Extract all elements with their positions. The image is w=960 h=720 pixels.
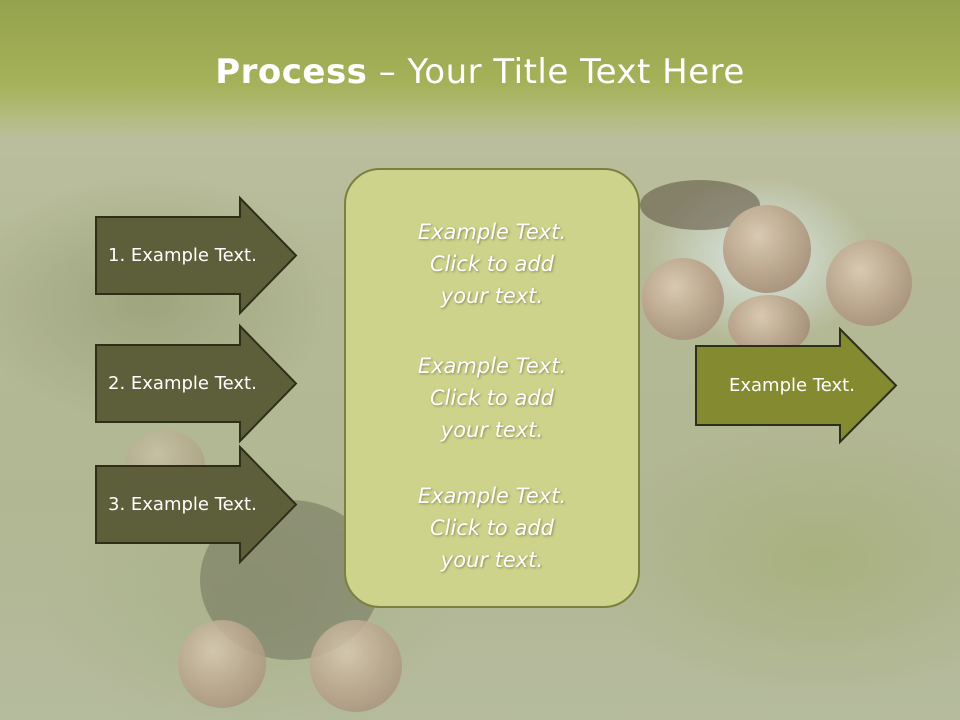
arrow-shape [95, 444, 298, 565]
result-label: Example Text. [729, 375, 855, 396]
center-text-block-1: Example Text. Click to add your text. [346, 216, 638, 312]
process-step-arrow-1[interactable]: 1. Example Text. [95, 195, 298, 316]
arrow-shape [95, 323, 298, 444]
arrow-shape [95, 195, 298, 316]
process-step-arrow-3[interactable]: 3. Example Text. [95, 444, 298, 565]
text-line: Click to add [429, 252, 554, 276]
center-text-block-2: Example Text. Click to add your text. [346, 350, 638, 446]
text-line: Example Text. [417, 220, 567, 244]
title-rest: – Your Title Text Here [367, 52, 745, 92]
text-line: Click to add [429, 516, 554, 540]
background-nut [310, 620, 402, 712]
text-line: Example Text. [417, 354, 567, 378]
step-label: 3. Example Text. [108, 494, 257, 515]
text-line: Example Text. [417, 484, 567, 508]
background-nut [826, 240, 912, 326]
text-line: Click to add [429, 386, 554, 410]
text-line: your text. [440, 284, 544, 308]
step-label: 1. Example Text. [108, 245, 257, 266]
title-bold: Process [215, 52, 368, 92]
text-line: your text. [440, 548, 544, 572]
center-text-box[interactable]: Example Text. Click to add your text. Ex… [344, 168, 640, 608]
title-band [0, 0, 960, 140]
step-label: 2. Example Text. [108, 373, 257, 394]
background-nut [642, 258, 724, 340]
background-nut [178, 620, 266, 708]
center-text-block-3: Example Text. Click to add your text. [346, 480, 638, 576]
result-arrow[interactable]: Example Text. [695, 326, 898, 445]
text-line: your text. [440, 418, 544, 442]
background-nut [723, 205, 811, 293]
process-step-arrow-2[interactable]: 2. Example Text. [95, 323, 298, 444]
arrow-shape [695, 326, 898, 445]
slide-title: Process – Your Title Text Here [0, 52, 960, 92]
